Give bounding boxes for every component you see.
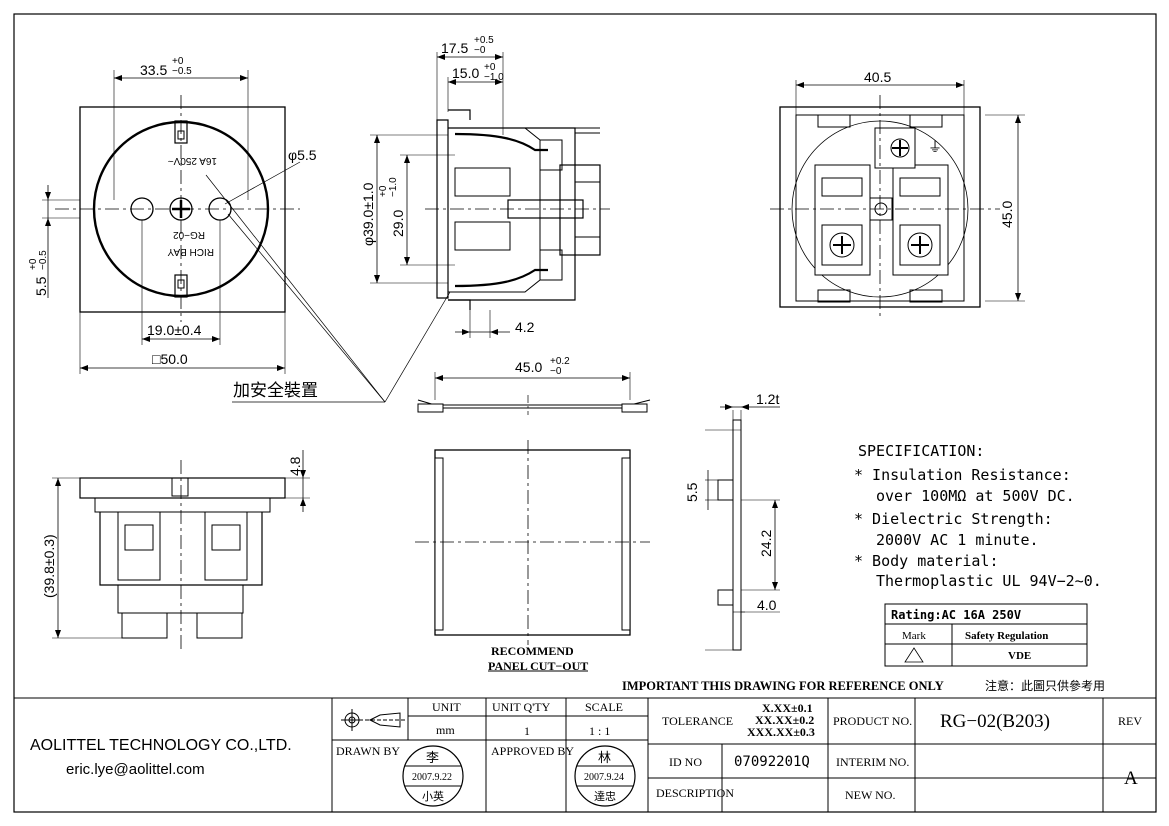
rear-view xyxy=(770,80,1025,320)
scale-label: SCALE xyxy=(585,700,623,714)
face-text-rating: 16A 250V~ xyxy=(168,155,217,166)
spec-line: over 100MΩ at 500V DC. xyxy=(876,487,1075,505)
section-dim-242: 24.2 xyxy=(758,530,774,557)
front-dim-hole-dia: φ5.5 xyxy=(288,147,317,163)
unit-value: mm xyxy=(436,723,455,737)
side-dim-42: 4.2 xyxy=(515,319,535,335)
rating-table xyxy=(884,603,1088,667)
new-no-label: NEW NO. xyxy=(845,788,895,802)
spec-line: * Dielectric Strength: xyxy=(854,510,1053,528)
qty-label: UNIT Q'TY xyxy=(492,700,551,714)
cutout-label-panel: PANEL CUT−OUT xyxy=(488,659,588,673)
approved-seal-bottom: 達忠 xyxy=(594,790,616,803)
cutout-dim-width-tol-plus: +0.2 xyxy=(550,356,570,367)
front-dim-width-tol-minus: −0.5 xyxy=(172,66,192,77)
approved-seal-date: 2007.9.24 xyxy=(584,772,624,783)
cutout-dim-width-tol-minus: −0 xyxy=(550,366,562,377)
id-no: 07092201Q xyxy=(734,754,810,770)
front-dim-vert-tol-plus: +0 xyxy=(28,258,39,270)
rating-col-mark: Mark xyxy=(902,630,926,642)
front-view xyxy=(42,70,451,403)
bottom-view xyxy=(52,450,310,650)
company-name: AOLITTEL TECHNOLOGY CO.,LTD. xyxy=(30,737,292,754)
side-dim-inner-tol-plus: +0 xyxy=(484,62,496,73)
approved-seal xyxy=(574,745,636,807)
product-no: RG−02(B203) xyxy=(940,711,1050,732)
side-dim-inner-tol-minus: −1.0 xyxy=(484,72,504,83)
notice-english: IMPORTANT THIS DRAWING FOR REFERENCE ONL… xyxy=(622,679,944,693)
spec-line: 2000V AC 1 minute. xyxy=(876,531,1039,549)
rev-label: REV xyxy=(1118,714,1142,728)
section-detail xyxy=(705,404,780,651)
tolerance-value: XXX.XX±0.3 xyxy=(747,725,815,739)
company-email: eric.lye@aolittel.com xyxy=(66,761,205,778)
side-dim-dia: φ39.0±1.0 xyxy=(360,182,376,246)
spec-line: Thermoplastic UL 94V−2∼0. xyxy=(876,572,1102,590)
front-dim-pitch: 19.0±0.4 xyxy=(147,322,202,338)
title-block xyxy=(14,697,1156,812)
side-dim-depth: 17.5 xyxy=(441,40,468,56)
tolerance-value: X.XX±0.1 xyxy=(762,701,813,715)
rating-reg-value: VDE xyxy=(1008,650,1031,662)
drawn-seal-bottom: 小英 xyxy=(422,789,444,803)
interim-label: INTERIM NO. xyxy=(836,755,909,769)
ground-symbol-icon: ⏚ xyxy=(928,140,942,156)
drawing-border xyxy=(13,13,1157,813)
product-no-label: PRODUCT NO. xyxy=(833,714,912,728)
front-dim-width-tol-plus: +0 xyxy=(172,56,184,67)
side-dim-29: 29.0 xyxy=(390,210,406,237)
rear-dim-height: 45.0 xyxy=(999,201,1015,228)
rating-title: Rating:AC 16A 250V xyxy=(891,608,1021,622)
notice-chinese: 注意：此圖只供參考用 xyxy=(985,678,1105,693)
spec-title: SPECIFICATION: xyxy=(858,442,984,460)
front-dim-width: 33.5 xyxy=(140,62,167,78)
approved-seal-top: 林 xyxy=(598,750,611,765)
drawn-by-label: DRAWN BY xyxy=(336,744,400,758)
panel-cutout xyxy=(415,372,651,672)
front-dim-vert: 5.5 xyxy=(33,276,49,296)
drawn-seal xyxy=(402,745,464,807)
spec-line: * Insulation Resistance: xyxy=(854,466,1071,484)
bottom-dim-48: 4.8 xyxy=(287,456,303,476)
approved-by-label: APPROVED BY xyxy=(491,744,574,758)
section-dim-55: 5.5 xyxy=(684,482,700,502)
tolerance-label: TOLERANCE xyxy=(662,714,733,728)
safety-label: 加安全裝置 xyxy=(233,381,318,400)
side-dim-depth-tol-plus: +0.5 xyxy=(474,35,494,46)
side-dim-29-tol-minus: −1.0 xyxy=(388,177,399,197)
cutout-label-recommend: RECOMMEND xyxy=(491,644,574,658)
rear-dim-width: 40.5 xyxy=(864,69,891,85)
tolerance-value: XX.XX±0.2 xyxy=(755,713,814,727)
drawn-seal-date: 2007.9.22 xyxy=(412,772,452,783)
face-text-brand: RICH BAY xyxy=(167,246,214,257)
description-label: DESCRIPTION xyxy=(656,786,734,800)
bottom-dim-398: (39.8±0.3) xyxy=(41,534,57,598)
face-text-model: RG−02 xyxy=(173,229,205,240)
side-dim-29-tol-plus: +0 xyxy=(378,185,389,197)
section-dim-12t: 1.2t xyxy=(756,391,779,407)
rev-value: A xyxy=(1124,768,1138,789)
side-dim-inner: 15.0 xyxy=(452,65,479,81)
front-dim-vert-tol-minus: −0.5 xyxy=(38,250,49,270)
rating-col-reg: Safety Regulation xyxy=(965,630,1048,642)
spec-line: * Body material: xyxy=(854,552,999,570)
scale-value: 1 : 1 xyxy=(589,724,610,738)
vde-mark-icon xyxy=(904,647,924,663)
cutout-dim-width: 45.0 xyxy=(515,359,542,375)
side-view xyxy=(370,52,610,338)
front-dim-square: □50.0 xyxy=(152,351,188,367)
side-dim-depth-tol-minus: −0 xyxy=(474,45,486,56)
drawn-seal-top: 李 xyxy=(426,750,439,765)
unit-label: UNIT xyxy=(432,700,461,714)
section-dim-40: 4.0 xyxy=(757,597,777,613)
id-no-label: ID NO xyxy=(669,755,702,769)
qty-value: 1 xyxy=(524,724,530,738)
